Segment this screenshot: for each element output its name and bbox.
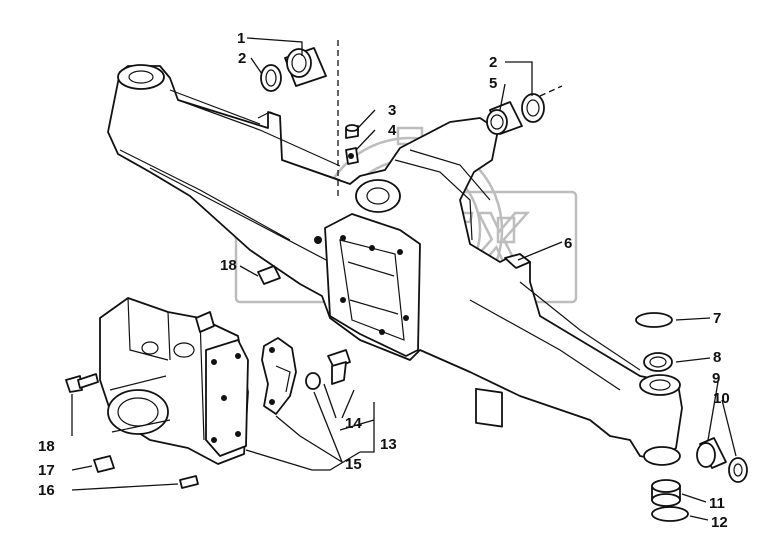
callout-18-upper: 18: [220, 257, 237, 274]
callout-16: 16: [38, 482, 55, 499]
callout-17: 17: [38, 462, 55, 479]
bolt-13: [327, 349, 351, 385]
callout-12: 12: [711, 514, 728, 531]
callout-1: 1: [237, 30, 245, 47]
callout-13: 13: [380, 436, 397, 453]
washer-7: [635, 312, 673, 328]
callout-2-right: 2: [489, 54, 497, 71]
callout-2-left: 2: [238, 50, 246, 67]
drive-housing: [99, 297, 249, 465]
bushing-1: [284, 47, 327, 87]
bushing-5: [486, 101, 523, 135]
ring-10: [728, 457, 748, 483]
ring-2-right: [521, 93, 545, 123]
callout-9: 9: [712, 370, 720, 387]
callout-3: 3: [388, 102, 396, 119]
callout-7: 7: [713, 310, 721, 327]
axle-beam: [107, 64, 683, 466]
callout-5: 5: [489, 75, 497, 92]
callout-4: 4: [388, 122, 397, 139]
clamp-plate-15: [261, 337, 297, 415]
callout-6: 6: [564, 235, 572, 252]
callout-8: 8: [713, 349, 721, 366]
nipple-4: [345, 147, 359, 165]
callout-14: 14: [345, 415, 362, 432]
callout-11: 11: [709, 495, 725, 512]
callout-15: 15: [345, 456, 362, 473]
bushing-14: [305, 372, 321, 390]
plug-18-upper: [257, 265, 281, 285]
plug-17: [93, 455, 115, 473]
ring-2-left: [260, 64, 282, 92]
callout-10: 10: [713, 390, 730, 407]
cap-3: [345, 124, 359, 139]
washer-12: [651, 506, 689, 522]
pin-16: [179, 475, 199, 489]
leader-lines: [71, 37, 737, 521]
bushing-9: [696, 437, 727, 469]
bushing-11: [651, 479, 681, 507]
ring-8: [643, 352, 673, 372]
callout-18-lower: 18: [38, 438, 55, 455]
bolt-18-left: [65, 373, 99, 393]
callouts: 1 2 2 3 4 5 6 7 8 9 10 11 12 13 14 15 16…: [38, 30, 730, 531]
